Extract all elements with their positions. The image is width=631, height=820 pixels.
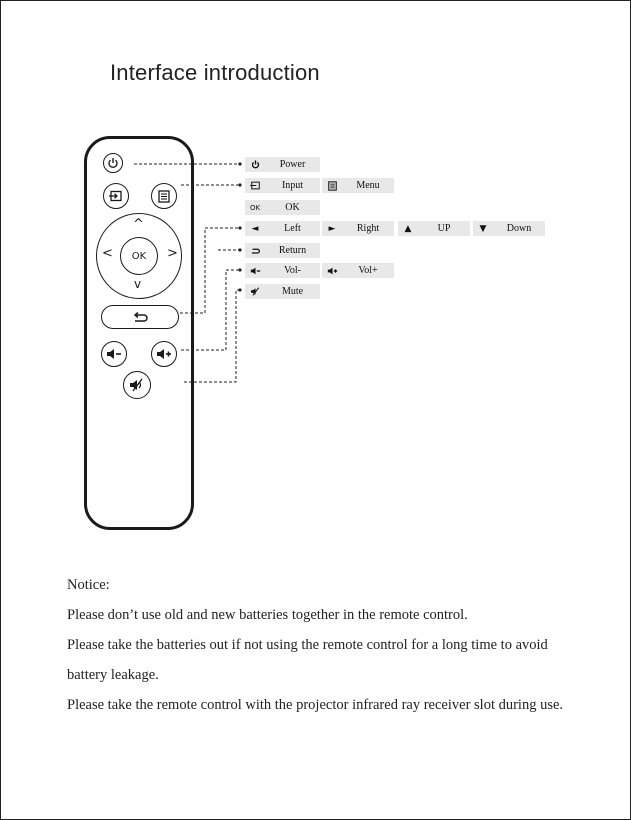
menu-icon xyxy=(158,189,170,203)
remote-volume-down-button[interactable] xyxy=(101,341,127,367)
legend-ok: OK OK xyxy=(245,200,320,215)
legend-mute: Mute xyxy=(245,284,320,299)
volume-down-icon xyxy=(107,349,121,359)
remote-left-button[interactable]: < xyxy=(102,246,113,261)
notice-section: Notice: Please don’t use old and new bat… xyxy=(67,570,587,720)
mute-icon xyxy=(130,378,143,392)
legend-mute-label: Mute xyxy=(281,286,304,297)
up-arrow-icon: ▲ xyxy=(404,223,412,234)
ok-icon: OK xyxy=(249,203,261,212)
legend-down: ▼ Down xyxy=(473,221,545,236)
leader-volume xyxy=(181,269,240,351)
remote-return-button[interactable] xyxy=(101,305,179,329)
legend-return: Return xyxy=(245,243,320,258)
input-icon xyxy=(109,190,122,202)
remote-control: ^ v < > OK xyxy=(84,136,194,530)
legend-left: ◄ Left xyxy=(245,221,320,236)
remote-volume-up-button[interactable] xyxy=(151,341,177,367)
remote-mute-button[interactable] xyxy=(123,371,151,399)
leader-mute xyxy=(184,289,240,383)
mute-icon xyxy=(245,284,265,299)
legend-right: ► Right xyxy=(322,221,394,236)
remote-dpad xyxy=(96,213,182,299)
leader-dot xyxy=(238,268,242,272)
legend-up-label: UP xyxy=(437,223,451,234)
legend-up: ▲ UP xyxy=(398,221,470,236)
power-icon xyxy=(108,158,118,169)
notice-line-2: Please take the batteries out if not usi… xyxy=(67,637,548,683)
volume-down-icon xyxy=(245,263,265,278)
remote-ok-button[interactable]: OK xyxy=(120,237,158,275)
notice-line-1: Please don’t use old and new batteries t… xyxy=(67,607,468,623)
leader-dot xyxy=(238,183,242,187)
leader-return xyxy=(180,227,240,314)
remote-power-button[interactable] xyxy=(103,153,123,173)
remote-up-button[interactable]: ^ xyxy=(133,217,144,232)
legend-volume-up: Vol+ xyxy=(322,263,394,278)
legend-input: Input xyxy=(245,178,320,193)
legend-volume-down-label: Vol- xyxy=(283,265,302,276)
left-arrow-icon: ◄ xyxy=(251,223,259,234)
notice-heading: Notice: xyxy=(67,577,110,593)
legend-volume-up-label: Vol+ xyxy=(358,265,378,276)
right-arrow-icon: ► xyxy=(328,223,336,234)
page-title: Interface introduction xyxy=(110,60,320,85)
legend-volume-down: Vol- xyxy=(245,263,320,278)
leader-dot xyxy=(238,162,242,166)
legend-power: Power xyxy=(245,157,320,172)
return-icon xyxy=(245,243,265,258)
remote-down-button[interactable]: v xyxy=(134,277,142,291)
legend-menu-label: Menu xyxy=(356,180,380,191)
remote-ok-label: OK xyxy=(131,250,147,262)
legend-down-label: Down xyxy=(506,223,532,234)
remote-input-button[interactable] xyxy=(103,183,129,209)
notice-line-3: Please take the remote control with the … xyxy=(67,697,564,713)
legend-input-label: Input xyxy=(281,180,304,191)
volume-up-icon xyxy=(157,349,171,359)
down-arrow-icon: ▼ xyxy=(479,223,487,234)
leader-dot xyxy=(238,226,242,230)
legend-ok-label: OK xyxy=(285,202,300,213)
remote-menu-button[interactable] xyxy=(151,183,177,209)
leader-dot xyxy=(238,288,242,292)
legend-return-label: Return xyxy=(278,245,307,256)
power-icon xyxy=(245,157,265,172)
menu-icon xyxy=(322,178,342,193)
legend-menu: Menu xyxy=(322,178,394,193)
legend-left-label: Left xyxy=(284,223,301,234)
volume-up-icon xyxy=(322,263,342,278)
legend-power-label: Power xyxy=(279,159,306,170)
remote-right-button[interactable]: > xyxy=(167,246,178,261)
legend-right-label: Right xyxy=(356,223,380,234)
return-icon xyxy=(133,312,148,322)
input-icon xyxy=(245,178,265,193)
